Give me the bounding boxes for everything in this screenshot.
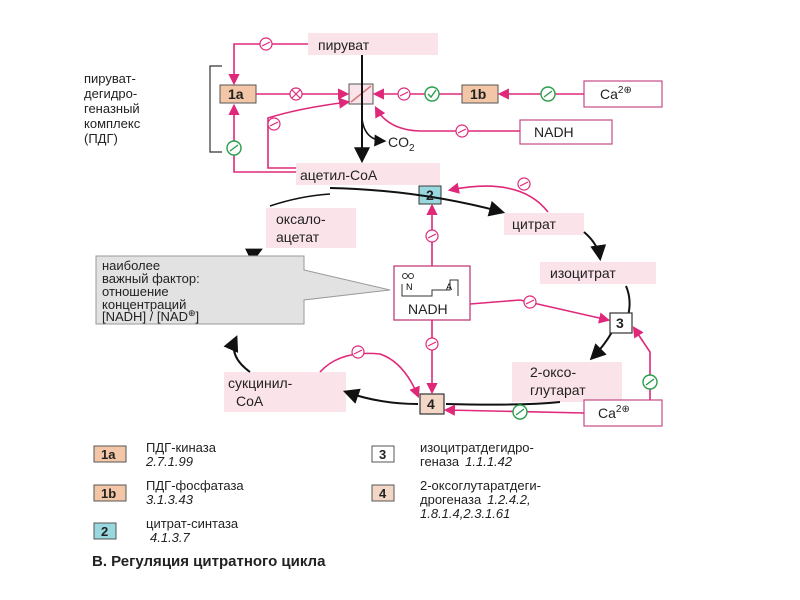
nadh-label-center: NADH [408, 301, 448, 317]
box3-to-oxoglutarate [589, 331, 613, 361]
pyruvate-to-1a [228, 43, 308, 86]
legend-4-name: 2-оксоглутаратдеги- [420, 478, 541, 493]
legend-badge-1a [93, 445, 127, 463]
pdh-complex-label-4: комплекс [84, 116, 141, 131]
citrate-label-bg [504, 213, 584, 235]
oxoglutarate-to-box4 [445, 401, 561, 406]
badge-2-label: 2 [426, 187, 434, 203]
succinyl-to-oxaloacetate [223, 335, 251, 373]
legend-badge-1a-label: 1a [101, 447, 116, 462]
oxaloacetate-joins [269, 193, 331, 207]
oxoglutarate-label-2: глутарат [530, 382, 586, 398]
ca-box-bottom [583, 399, 663, 427]
citrate-to-badge2 [447, 182, 549, 213]
acetyl-coa-label-bg [296, 163, 440, 185]
succinyl-coa-label-2: CoA [236, 393, 264, 409]
callout-line-5: [NADH] / [NAD⊕] [102, 308, 199, 324]
pdh-complex-label-1: пируват- [84, 71, 136, 86]
nadh-structure-icon [401, 279, 459, 297]
nadh-box-top [519, 119, 613, 145]
legend-badge-2-label: 2 [101, 524, 108, 539]
legend-badge-4-label: 4 [379, 486, 387, 501]
nadh-label-top: NADH [534, 124, 574, 140]
nadh-box-letter-a: A [446, 282, 452, 292]
legend-2-name: цитрат-синтаза [146, 516, 239, 531]
badge-1b-label: 1b [470, 86, 486, 102]
callout-box [95, 255, 391, 325]
oxoglutarate-label-1: 2-оксо- [530, 364, 576, 380]
legend-4-ec-2: 1.8.1.4,2.3.1.61 [420, 506, 510, 521]
succinyl-coa-label-bg [224, 372, 346, 412]
citrate-to-isocitrate [583, 231, 607, 262]
figure-caption: B. Регуляция цитратного цикла [92, 553, 326, 570]
legend-badge-3 [371, 445, 395, 463]
nadh-to-badge3 [469, 299, 611, 324]
pdh-complex-label-2: дегидро- [84, 86, 137, 101]
callout-line-1: наиболее [102, 258, 160, 273]
legend-1a-ec: 2.7.1.99 [145, 454, 193, 469]
oxaloacetate-label-bg [266, 208, 356, 248]
ca-label-top: Ca2⊕ [600, 85, 632, 102]
legend-1b-name: ПДГ-фосфатаза [146, 478, 244, 493]
nadh-box-letter-n: N [406, 282, 413, 292]
legend-badge-2 [93, 522, 117, 540]
succinyl-to-badge4 [319, 352, 420, 399]
pyruvate-label-bg [308, 33, 438, 55]
acetyl-to-1a-loop [228, 103, 296, 173]
activate-sign-1b [424, 86, 440, 102]
legend-badge-3-label: 3 [379, 447, 386, 462]
nadh-to-pdh [374, 106, 520, 132]
badge-1a-label: 1a [228, 86, 244, 102]
legend-1a-name: ПДГ-киназа [146, 440, 217, 455]
acetyl-coa-label: ацетил-CoA [300, 167, 378, 183]
callout-line-2: важный фактор: [102, 271, 200, 286]
badge-3-label: 3 [616, 315, 624, 331]
co2-branch [361, 117, 387, 147]
callout-line-4: концентраций [102, 297, 186, 312]
isocitrate-label: изоцитрат [550, 265, 616, 281]
pdh-bracket [209, 65, 222, 153]
isocitrate-label-bg [540, 262, 656, 284]
legend-badge-1b-label: 1b [101, 486, 116, 501]
callout-line-3: отношение [102, 284, 169, 299]
citrate-label: цитрат [512, 216, 557, 232]
oxoglutarate-label-bg [512, 362, 622, 402]
isocitrate-to-box3 [625, 285, 631, 317]
badge-4-label: 4 [427, 396, 435, 412]
box4-to-succinyl [342, 388, 419, 405]
legend-badge-4 [371, 484, 395, 502]
legend-badge-1b [93, 484, 127, 502]
pdh-complex-label-3: геназный [84, 101, 140, 116]
co2-label: CO2 [388, 134, 415, 154]
succinyl-coa-label-1: сукцинил- [228, 375, 293, 391]
oxaloacetate-label-1: оксало- [276, 211, 326, 227]
legend-2-ec: 4.1.3.7 [150, 530, 191, 545]
oxaloacetate-label-2: ацетат [276, 229, 320, 245]
ca-label-bottom: Ca2⊕ [598, 404, 630, 421]
legend-1b-ec: 3.1.3.43 [146, 492, 194, 507]
acetyl-to-pdh-loop [267, 97, 351, 169]
pyruvate-label: пируват [318, 37, 370, 53]
acetyl-to-citrate [329, 187, 506, 217]
legend-3-name: изоцитратдегидро- [420, 440, 534, 455]
pdh-complex-label-5: (ПДГ) [84, 131, 118, 146]
